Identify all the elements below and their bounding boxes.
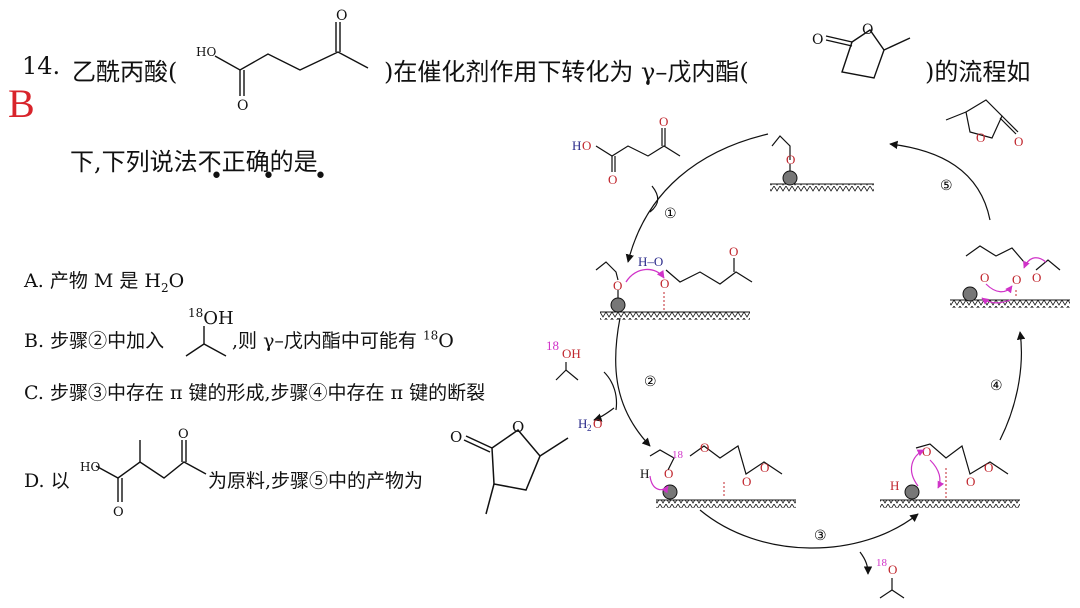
intermediate-1: O H–O O O — [595, 244, 753, 320]
option-d-o-top: O — [178, 427, 189, 442]
option-c-label: C. — [24, 382, 44, 404]
option-a-sub: 2 — [160, 280, 169, 295]
title-ho-label: HO — [196, 45, 216, 59]
intermediate-3: H O O O — [880, 443, 1020, 508]
option-b-text1: 步骤②中加入 — [50, 330, 165, 352]
iso-oh-reagent: 18 OH — [546, 338, 581, 381]
question-line2: 下,下列说法不正确的是 — [70, 142, 318, 177]
title-carbonyl-o: O — [812, 32, 823, 48]
option-b-sup: 18 — [188, 306, 204, 320]
option-d-carbonyl-o: O — [450, 428, 462, 446]
int2-o4: O — [760, 460, 769, 475]
int4-o: O — [980, 270, 989, 285]
question-title-part1: 乙酰丙酸( — [72, 58, 178, 86]
reagent-oh: OH — [562, 346, 581, 361]
water-sub: 2 — [587, 423, 592, 433]
int1-o: O — [613, 278, 622, 293]
title-o-top: O — [336, 8, 347, 24]
step-5-label: ⑤ — [940, 178, 953, 194]
question-title-part2: )在催化剂作用下转化为 γ–戊内酯( — [384, 58, 749, 86]
isopropanol-option-b — [185, 326, 227, 357]
title-ring-o: O — [862, 22, 873, 38]
int2-h: H — [640, 466, 649, 481]
intermediate-2: H 18 O O O O — [640, 440, 796, 508]
title-o-bottom: O — [237, 98, 248, 114]
cycle-o1: O — [608, 172, 617, 187]
int4-o3: O — [1032, 270, 1041, 285]
step-1-label: ① — [664, 206, 677, 222]
question-line2-end: 的是 — [269, 148, 318, 176]
step-4-label: ④ — [990, 378, 1003, 394]
emphasis-dots: • • • — [210, 164, 343, 189]
reagent-iso: 18 — [546, 338, 559, 353]
question-number: 14. — [22, 52, 61, 80]
int1-o3: O — [660, 276, 669, 291]
option-d-product: O O — [450, 418, 569, 515]
int3-o: O — [922, 444, 931, 459]
top-o-label: O — [786, 152, 795, 167]
option-b-text2: ,则 γ–戊内酯中可能有 — [232, 330, 423, 352]
cycle-o2: O — [659, 114, 668, 129]
int4-o2: O — [1012, 272, 1021, 287]
cycle-ho-label: O — [582, 138, 591, 153]
gvl-structure-title: O O — [812, 22, 911, 79]
int1-h: H–O — [638, 254, 663, 269]
int2-iso: 18 — [672, 449, 684, 461]
cycle-h-label: H — [572, 138, 581, 153]
step-2-label: ② — [644, 374, 657, 390]
option-b: B. 步骤②中加入 — [24, 326, 164, 353]
gvl-carbonyl-o: O — [1014, 134, 1023, 149]
gvl-product-cycle: O O — [945, 99, 1023, 149]
option-b-rest: ,则 γ–戊内酯中可能有 18O — [232, 326, 454, 353]
int2-o3: O — [742, 474, 751, 489]
acetone-iso: 18 — [876, 557, 888, 569]
option-c: C. 步骤③中存在 π 键的形成,步骤④中存在 π 键的断裂 — [24, 378, 485, 405]
option-b-label: B. — [24, 330, 45, 352]
levulinic-acid-structure: HO O O — [196, 8, 369, 114]
option-b-sup2: 18 — [422, 328, 439, 343]
option-d-text2: 为原料,步骤⑤中的产物为 — [208, 470, 424, 492]
option-d: D. 以 — [24, 466, 70, 493]
option-d-text1: 以 — [50, 470, 70, 492]
int3-h: H — [890, 478, 899, 493]
option-b-18oh: 18OH — [188, 306, 234, 329]
int3-o2: O — [966, 474, 975, 489]
option-a-text: 产物 M 是 H — [49, 270, 161, 292]
water-o: O — [593, 416, 602, 431]
gvl-ring-o: O — [976, 130, 985, 145]
option-c-text: 步骤③中存在 π 键的形成,步骤④中存在 π 键的断裂 — [49, 382, 486, 404]
option-d-label: D. — [24, 470, 45, 492]
option-d-ring-o: O — [512, 418, 524, 436]
step-3-label: ③ — [814, 528, 827, 544]
int3-o3: O — [984, 460, 993, 475]
option-b-oh: OH — [203, 308, 234, 329]
option-a-label: A. — [24, 270, 44, 292]
water-product: H 2 O — [578, 416, 602, 433]
option-d-structure: O O — [95, 427, 207, 520]
question-line2-start: 下,下列说法 — [70, 148, 198, 176]
int2-o2: O — [700, 440, 709, 455]
int2-o: O — [664, 466, 673, 481]
question-title-part3: )的流程如 — [925, 58, 1031, 86]
cycle-arrows — [593, 133, 1026, 575]
acetone-o: O — [888, 562, 897, 577]
int1-o2: O — [729, 244, 738, 259]
intermediate-4: O O O — [950, 245, 1070, 308]
water-h: H — [578, 416, 587, 431]
option-a: A. 产物 M 是 H2O — [24, 266, 184, 295]
option-d-o-bottom: O — [113, 505, 124, 520]
option-a-tail: O — [168, 270, 185, 292]
levulinic-acid-cycle: H O O O — [572, 114, 681, 187]
catalyst-top: O — [770, 135, 874, 192]
option-b-tail: O — [438, 330, 454, 352]
question-emphasis: 不正确 — [197, 148, 270, 176]
answer-mark: B — [8, 81, 35, 126]
acetone-product: 18 O — [876, 557, 905, 599]
option-d-ho: HO — [80, 460, 101, 474]
